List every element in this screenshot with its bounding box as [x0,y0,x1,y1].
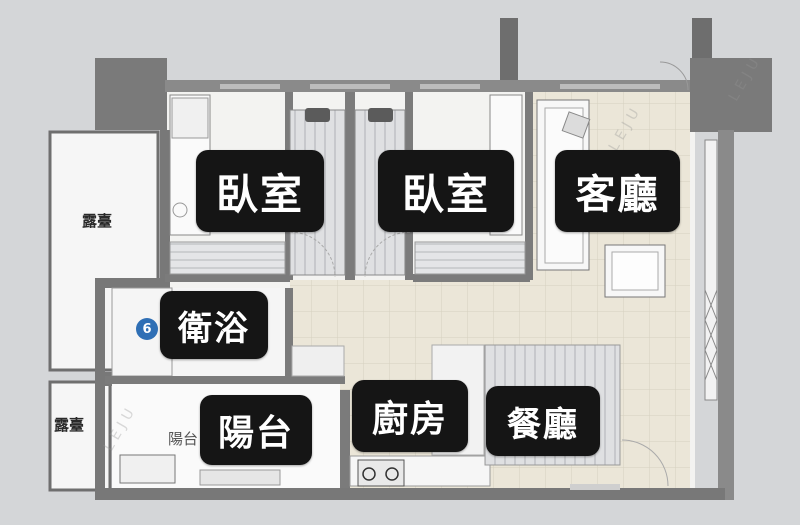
room-label-bathroom: 衛浴 [160,291,268,359]
room-label-bedroom-2: 臥室 [378,150,514,232]
room-label-bedroom-1: 臥室 [196,150,324,232]
terrace-lower-label: 露臺 [54,416,85,434]
room-label-living-room: 客廳 [555,150,680,232]
room-label-balcony: 陽台 [200,395,312,465]
terrace-upper-label: 露臺 [82,212,113,230]
balcony-plan-label: 陽台 [168,430,199,448]
bathroom-number-badge: 6 [136,318,158,340]
room-label-dining-room: 餐廳 [486,386,600,456]
room-label-kitchen: 廚房 [352,380,468,452]
